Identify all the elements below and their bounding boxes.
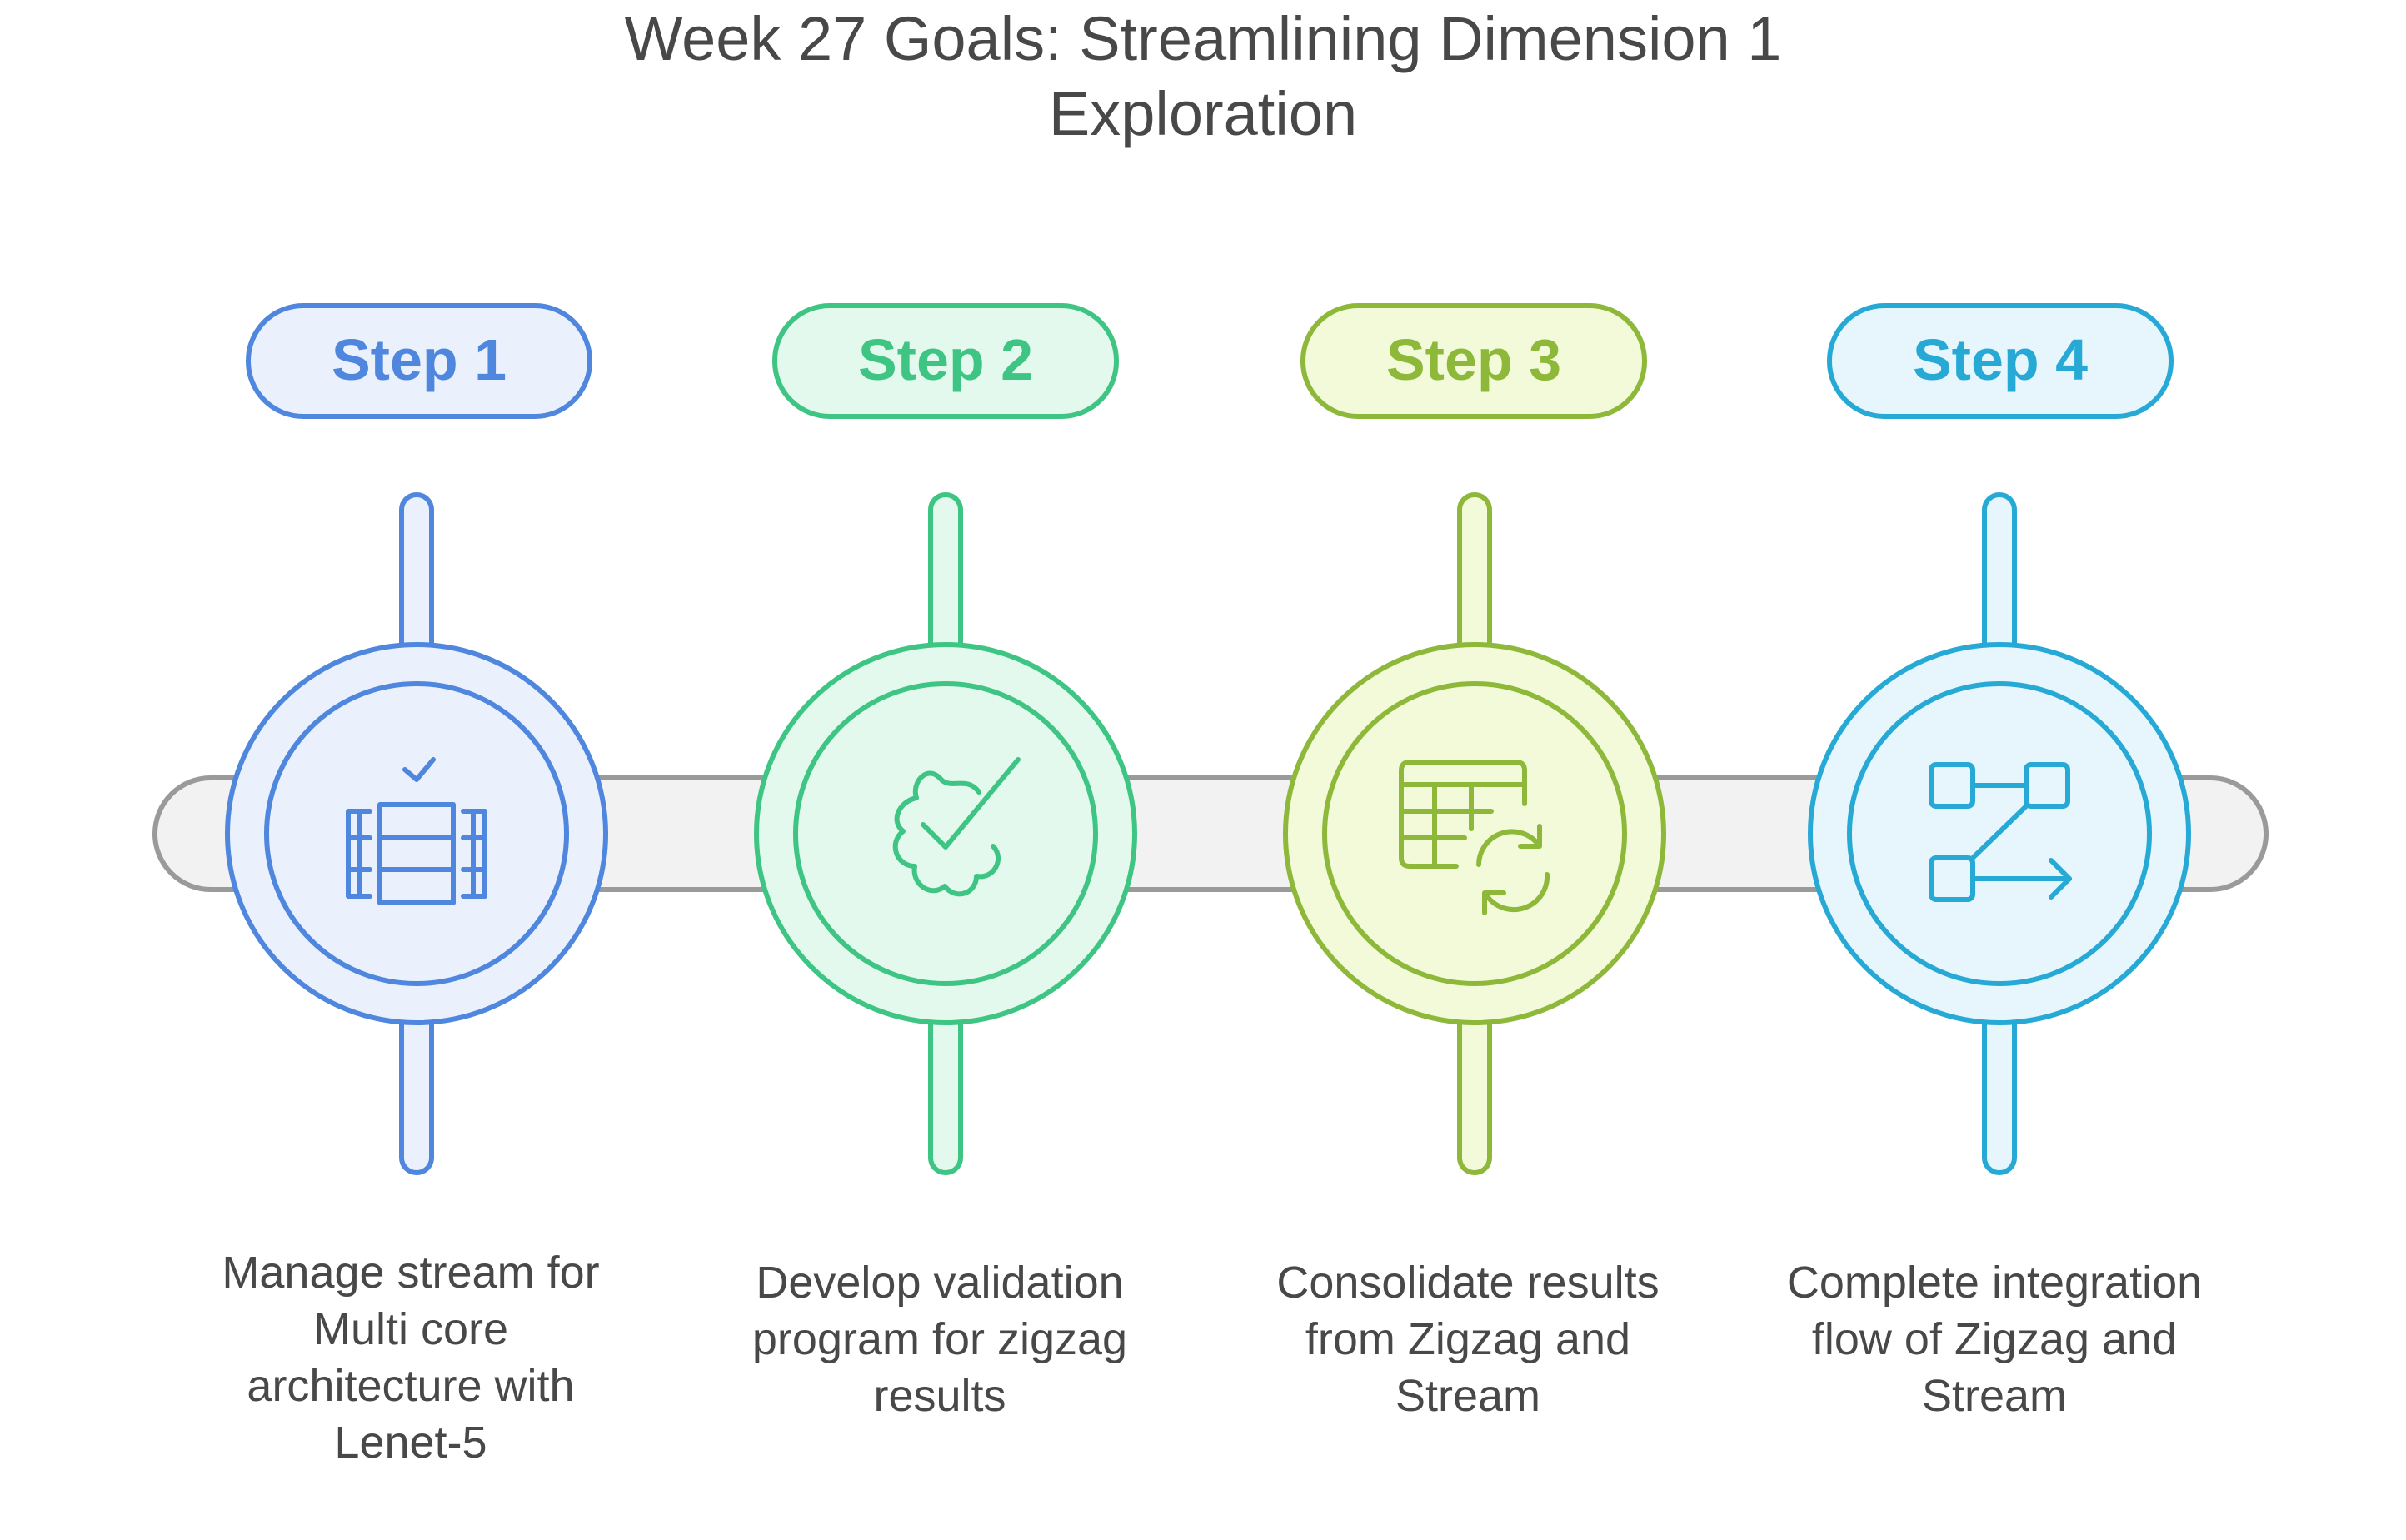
diagram-title-line-1: Week 27 Goals: Streamlining Dimension 1 xyxy=(624,4,1782,73)
step-3-description: Consolidate results from Zigzag and Stre… xyxy=(1235,1254,1701,1424)
timeline-track xyxy=(152,775,2269,892)
step-2-description-line: Develop validation xyxy=(756,1258,1124,1308)
step-4-description-line: Stream xyxy=(1921,1371,2068,1421)
step-1-stem-bottom xyxy=(399,1005,434,1175)
table-sync-icon xyxy=(1399,760,1550,915)
step-3-pill xyxy=(1300,303,1647,419)
step-1-stem-top xyxy=(399,492,434,664)
step-4-label: Step 4 xyxy=(1912,327,2089,392)
step-3-stem-bottom xyxy=(1457,1005,1492,1175)
step-1-description-line: Lenet-5 xyxy=(334,1418,487,1468)
step-3-label: Step 3 xyxy=(1385,327,1562,392)
step-2-inner-ring xyxy=(793,681,1098,986)
step-4-description-line: Complete integration xyxy=(1786,1258,2203,1308)
step-4-stem-top xyxy=(1982,492,2017,664)
step-2-description: Develop validation program for zigzag re… xyxy=(706,1254,1173,1424)
step-1-label: Step 1 xyxy=(331,327,507,392)
step-2-description-line: program for zigzag xyxy=(751,1314,1128,1364)
step-4-description: Complete integration flow of Zigzag and … xyxy=(1761,1254,2228,1424)
step-3-connector xyxy=(1283,303,1666,1175)
step-2-label: Step 2 xyxy=(857,327,1034,392)
step-2-stem-top xyxy=(928,492,963,664)
step-3-description-line: Stream xyxy=(1395,1371,1541,1421)
step-4-pill xyxy=(1827,303,2174,419)
step-1-connector xyxy=(225,303,608,1175)
step-2-connector xyxy=(754,303,1137,1175)
step-4-stem-bottom xyxy=(1982,1005,2017,1175)
step-3-stem-top xyxy=(1457,492,1492,664)
step-4-description-line: flow of Zigzag and xyxy=(1811,1314,2178,1364)
step-3-inner-ring xyxy=(1322,681,1627,986)
step-1-description-line: architecture with xyxy=(247,1361,575,1411)
step-3-description-line: Consolidate results xyxy=(1276,1258,1660,1308)
step-4-connector xyxy=(1808,303,2191,1175)
step-1-description: Manage stream for Multi core architectur… xyxy=(177,1244,644,1471)
step-1-pill xyxy=(246,303,592,419)
validation-badge-icon xyxy=(892,757,1021,897)
multi-core-processor-icon xyxy=(346,757,487,905)
step-2-description-line: results xyxy=(873,1371,1006,1421)
integration-flow-icon xyxy=(1929,762,2072,902)
step-2-stem-bottom xyxy=(928,1005,963,1175)
diagram-title-line-2: Exploration xyxy=(1048,79,1358,148)
step-1-inner-ring xyxy=(264,681,569,986)
step-2-pill xyxy=(772,303,1119,419)
step-3-description-line: from Zigzag and xyxy=(1305,1314,1631,1364)
step-1-description-line: Multi core xyxy=(312,1304,509,1354)
step-1-description-line: Manage stream for xyxy=(222,1248,600,1298)
